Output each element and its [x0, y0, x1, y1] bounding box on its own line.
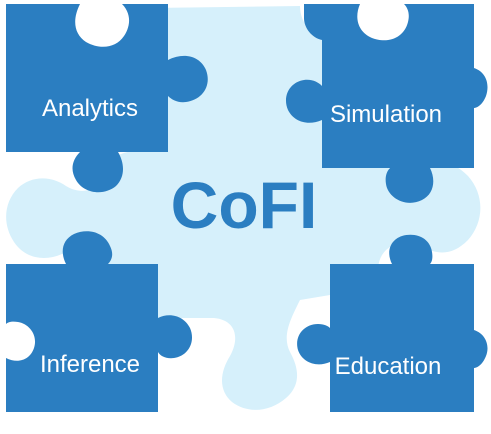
puzzle-piece-simulation: [285, 4, 488, 203]
label-education: Education: [335, 353, 442, 380]
puzzle-piece-inference: [6, 231, 193, 412]
background-puzzle-piece: [6, 6, 481, 410]
label-analytics: Analytics: [42, 95, 138, 122]
label-inference: Inference: [40, 351, 140, 378]
center-title: CoFI: [171, 168, 318, 242]
label-simulation: Simulation: [330, 101, 442, 128]
puzzle-piece-analytics: [6, 4, 208, 193]
puzzle-piece-education: [297, 234, 488, 412]
